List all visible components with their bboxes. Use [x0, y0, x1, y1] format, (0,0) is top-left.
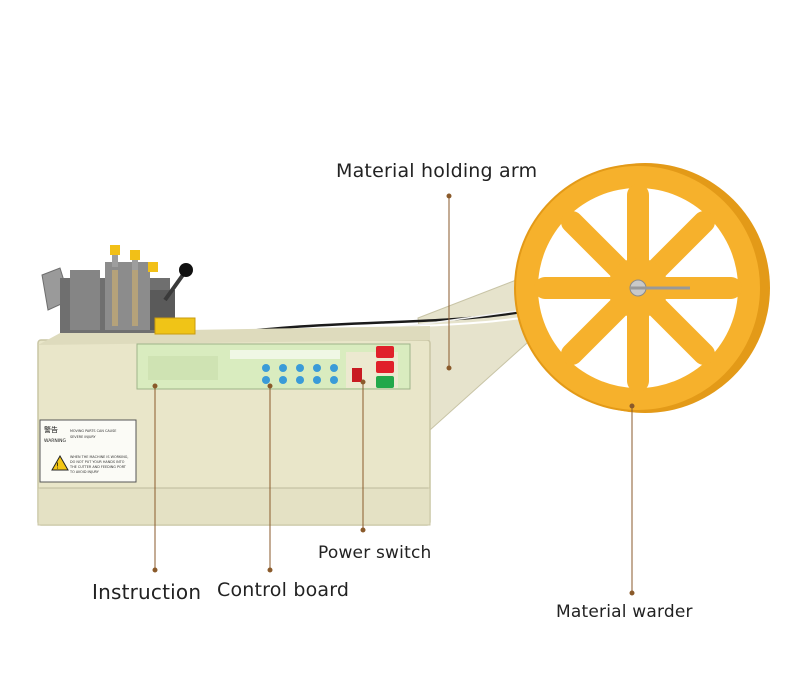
callout-leaders: [152, 193, 635, 596]
material-warder-reel: [514, 163, 770, 413]
svg-text:WHEN THE MACHINE IS WORKING,: WHEN THE MACHINE IS WORKING,: [70, 455, 128, 459]
cutter-head: [41, 245, 196, 335]
instruction-label: ! 警告 WARNING MOVING PARTS CAN CAUSE SEVE…: [39, 419, 137, 483]
svg-text:!: !: [56, 462, 59, 471]
svg-text:DO NOT PUT YOUR HANDS INTO: DO NOT PUT YOUR HANDS INTO: [70, 460, 125, 464]
knob-icon: [179, 263, 193, 277]
power-switches: [346, 346, 398, 388]
svg-text:TO AVOID INJURY: TO AVOID INJURY: [69, 470, 100, 474]
callout-power-switch: Power switch: [318, 543, 432, 563]
control-board-panel: [136, 343, 411, 390]
svg-text:MOVING PARTS CAN CAUSE: MOVING PARTS CAN CAUSE: [70, 429, 116, 433]
callout-material-holding-arm: Material holding arm: [336, 160, 538, 182]
svg-text:警告: 警告: [44, 425, 58, 434]
svg-text:SEVERE INJURY: SEVERE INJURY: [70, 435, 96, 439]
callout-instruction: Instruction: [92, 580, 202, 604]
callout-control-board: Control board: [217, 579, 350, 601]
callout-material-warder: Material warder: [556, 602, 693, 622]
svg-text:WARNING: WARNING: [44, 438, 66, 444]
svg-text:THE CUTTER AND FEEDING PORT: THE CUTTER AND FEEDING PORT: [69, 465, 127, 469]
warning-triangle-icon: [51, 454, 69, 471]
